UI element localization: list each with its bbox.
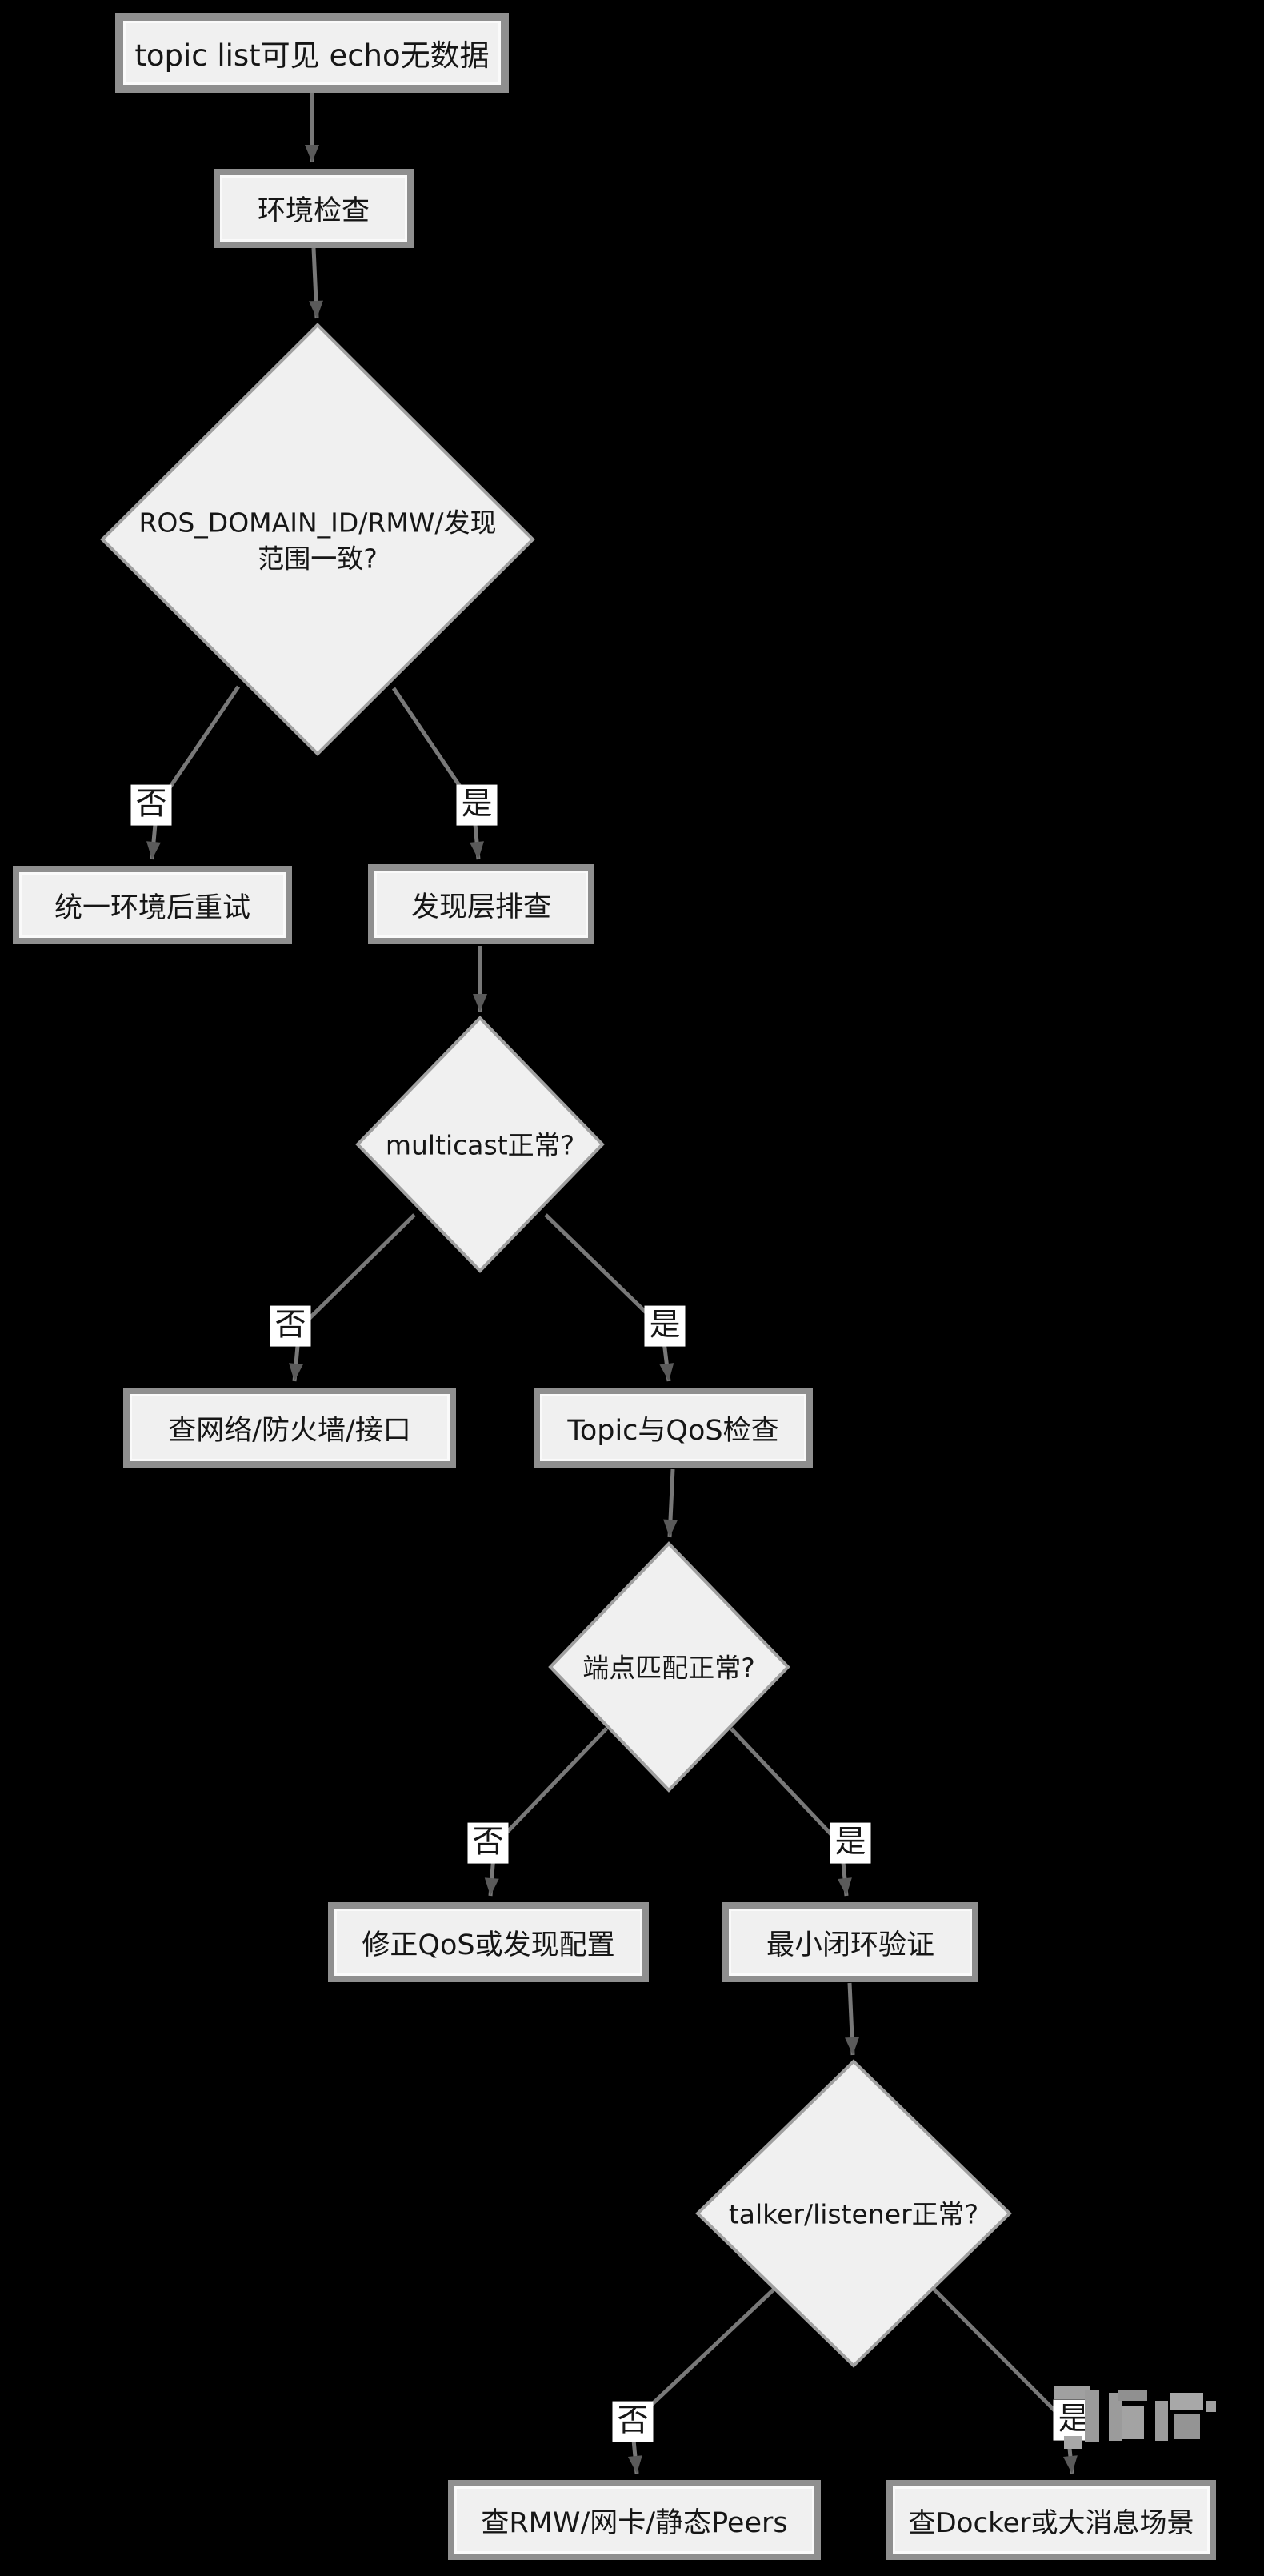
decision-endpoint-shape (548, 1541, 790, 1793)
edge-label-endpoint-no: 否 (467, 1822, 509, 1864)
node-retry-env: 统一环境后重试 (13, 866, 292, 944)
node-check-rmw: 查RMW/网卡/静态Peers (448, 2480, 821, 2560)
edge-label-endpoint-yes: 是 (830, 1822, 871, 1864)
glitch-block (1054, 2386, 1090, 2399)
edge-minloop-to-talker (845, 1982, 860, 2056)
glitch-block (1206, 2401, 1216, 2412)
edge-topicqos-to-endpoint (663, 1468, 678, 1538)
decision-talker-label: talker/listener正常? (728, 2198, 979, 2230)
node-min-loop-label: 最小闭环验证 (766, 1929, 934, 1961)
node-topic-qos-label: Topic与QoS检查 (567, 1414, 779, 1447)
node-min-loop: 最小闭环验证 (722, 1902, 978, 1982)
edge-label-multicast-yes: 是 (644, 1305, 686, 1347)
glitch-block (1109, 2393, 1122, 2441)
node-topic-qos: Topic与QoS检查 (534, 1388, 813, 1468)
edge-talker-yes (932, 2287, 1078, 2474)
decision-domain-line1: ROS_DOMAIN_ID/RMW/发现 (138, 507, 497, 539)
node-fix-qos: 修正QoS或发现配置 (328, 1902, 649, 1982)
decision-multicast-label: multicast正常? (385, 1129, 575, 1161)
edge-multicast-yes (544, 1213, 674, 1382)
node-env-check: 环境检查 (214, 169, 414, 248)
edge-label-multicast-no: 否 (270, 1305, 311, 1347)
edge-label-talker-no: 否 (612, 2401, 654, 2442)
node-start: topic list可见 echo无数据 (115, 13, 509, 93)
node-start-label: topic list可见 echo无数据 (134, 38, 490, 73)
decision-domain-shape (100, 323, 535, 756)
node-discovery-probe: 发现层排查 (368, 864, 594, 944)
edge-domain-yes (391, 687, 484, 860)
glitch-block (1174, 2414, 1200, 2439)
decision-talker-shape (695, 2059, 1012, 2368)
edge-env-to-domain (309, 247, 323, 319)
edge-domain-no (146, 685, 241, 860)
edge-label-domain-yes: 是 (456, 784, 498, 826)
node-retry-env-label: 统一环境后重试 (54, 891, 250, 924)
decision-endpoint-label: 端点匹配正常? (582, 1652, 755, 1684)
glitch-block (1155, 2401, 1168, 2441)
edge-talker-no (627, 2287, 776, 2474)
node-fix-qos-label: 修正QoS或发现配置 (362, 1929, 615, 1961)
edge-endpoint-no (484, 1727, 608, 1897)
node-check-docker: 查Docker或大消息场景 (886, 2480, 1216, 2560)
glitch-block (1118, 2390, 1147, 2401)
decision-domain-line2: 范围一致? (258, 543, 378, 574)
glitch-block (1064, 2436, 1082, 2449)
decision-multicast-shape (355, 1016, 605, 1273)
glitch-block (1085, 2390, 1099, 2442)
node-check-network-label: 查网络/防火墙/接口 (168, 1414, 411, 1447)
edge-label-domain-no: 否 (130, 784, 172, 826)
edge-multicast-no (289, 1213, 416, 1382)
node-check-network: 查网络/防火墙/接口 (123, 1388, 456, 1468)
node-check-rmw-label: 查RMW/网卡/静态Peers (481, 2506, 788, 2539)
decision-domain-label: ROS_DOMAIN_ID/RMW/发现 范围一致? (138, 505, 496, 576)
node-check-docker-label: 查Docker或大消息场景 (908, 2506, 1194, 2539)
node-env-check-label: 环境检查 (257, 195, 370, 227)
glitch-block (1170, 2393, 1203, 2410)
glitch-block (1122, 2406, 1144, 2439)
edge-endpoint-yes (730, 1727, 852, 1897)
node-discovery-probe-label: 发现层排查 (410, 891, 551, 923)
